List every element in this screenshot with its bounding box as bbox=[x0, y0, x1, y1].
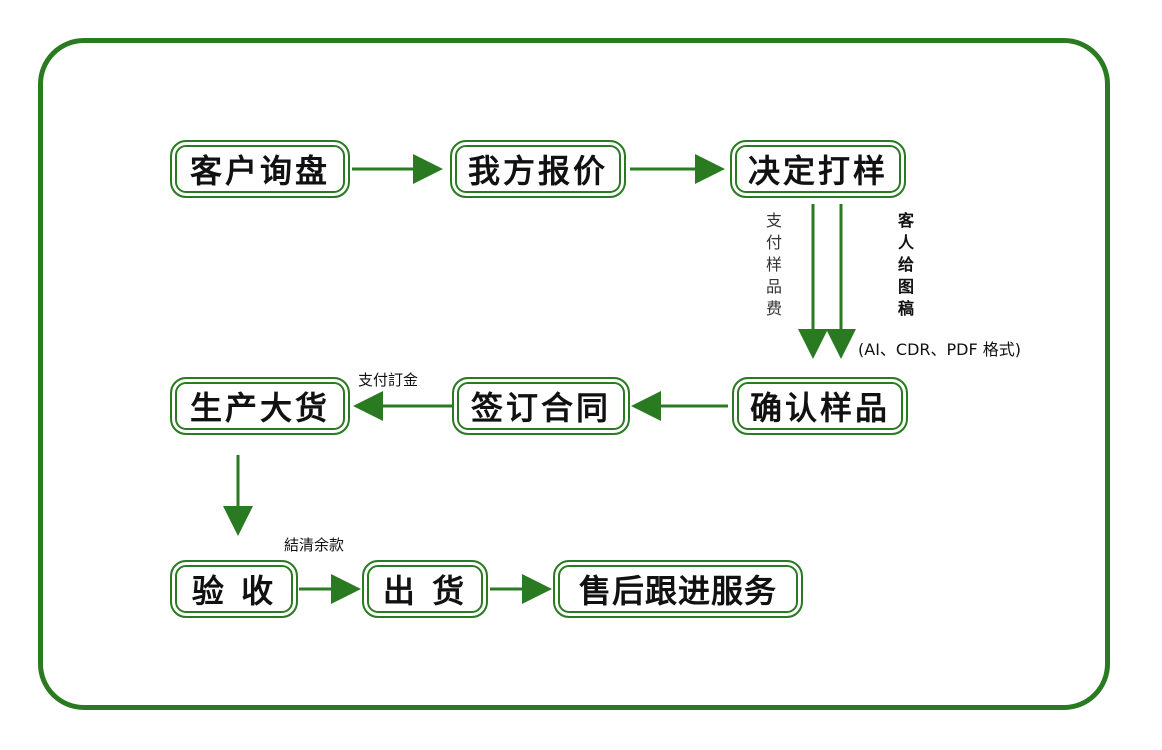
node-sample-decision: 决定打样 bbox=[730, 140, 906, 198]
label-settle-balance: 結清余款 bbox=[284, 536, 345, 554]
label-file-formats: (AI、CDR、PDF 格式) bbox=[858, 340, 1022, 359]
label-pay-deposit: 支付訂金 bbox=[358, 371, 419, 389]
node-after-sales-service: 售后跟进服务 bbox=[553, 560, 803, 618]
label-customer-artwork: 客人给图稿 bbox=[897, 211, 914, 318]
label-pay-sample-fee: 支付样品费 bbox=[765, 211, 782, 318]
node-confirm-sample: 确认样品 bbox=[732, 377, 908, 435]
node-our-quote: 我方报价 bbox=[450, 140, 626, 198]
node-sign-contract: 签订合同 bbox=[452, 377, 630, 435]
node-inspection: 验 收 bbox=[170, 560, 298, 618]
node-customer-inquiry: 客户询盘 bbox=[170, 140, 350, 198]
diagram-frame bbox=[38, 38, 1110, 710]
node-mass-production: 生产大货 bbox=[170, 377, 350, 435]
node-shipment: 出 货 bbox=[362, 560, 488, 618]
